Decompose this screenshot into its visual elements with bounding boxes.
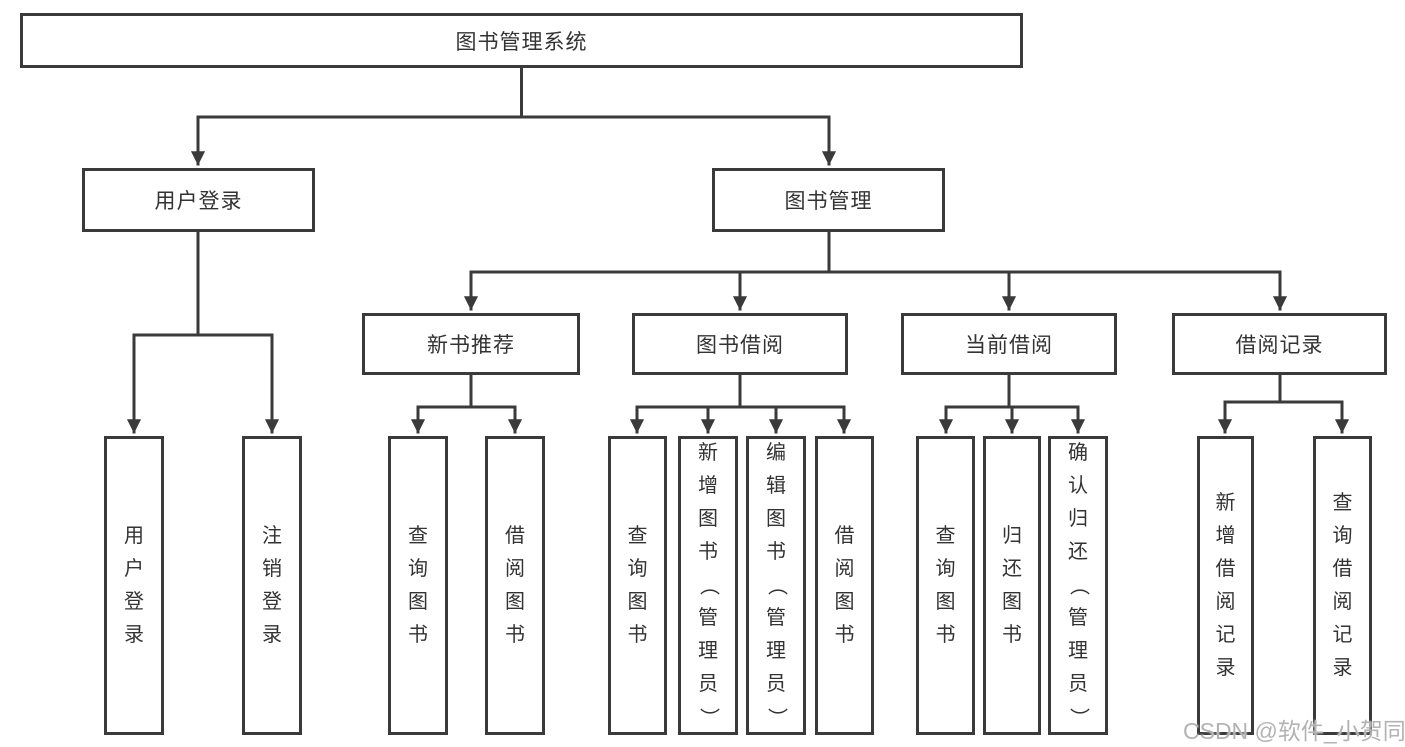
leaf-query-book-3: 查询图书 [916,436,975,735]
leaf-edit-book-admin: 编辑图书（管理员） [746,436,806,735]
leaf-query-borrow-record-label: 查询借阅记录 [1332,491,1353,679]
leaf-query-book-2: 查询图书 [608,436,667,735]
leaf-user-login-label: 用户登录 [124,524,144,646]
leaf-query-book-1: 查询图书 [388,436,448,735]
watermark: CSDN @软件_小贺同学 [1183,718,1405,744]
leaf-confirm-return-admin-label: 确认归还（管理员） [1067,442,1090,728]
leaf-confirm-return-admin: 确认归还（管理员） [1048,436,1108,735]
node-new-book-recommend: 新书推荐 [362,313,580,375]
leaf-query-borrow-record: 查询借阅记录 [1313,436,1372,735]
leaf-add-book-admin: 新增图书（管理员） [678,436,738,735]
leaf-logout-label: 注销登录 [262,524,282,646]
leaf-edit-book-admin-label: 编辑图书（管理员） [765,442,788,728]
leaf-return-book: 归还图书 [983,436,1041,735]
node-user-login: 用户登录 [82,168,315,232]
node-book-borrow: 图书借阅 [632,313,848,375]
leaf-borrow-book-1-label: 借阅图书 [505,524,525,646]
leaf-return-book-label: 归还图书 [1002,524,1022,646]
leaf-query-book-2-label: 查询图书 [627,524,648,646]
leaf-add-borrow-record: 新增借阅记录 [1197,436,1254,735]
leaf-user-login: 用户登录 [104,436,164,735]
leaf-add-borrow-record-label: 新增借阅记录 [1215,491,1236,679]
node-current-borrow: 当前借阅 [901,313,1117,375]
leaf-logout: 注销登录 [242,436,302,735]
node-book-management: 图书管理 [712,168,945,232]
leaf-borrow-book-2: 借阅图书 [815,436,874,735]
leaf-add-book-admin-label: 新增图书（管理员） [697,442,720,728]
node-borrow-records: 借阅记录 [1172,313,1387,375]
leaf-query-book-3-label: 查询图书 [935,524,956,646]
leaf-query-book-1-label: 查询图书 [408,524,428,646]
node-root: 图书管理系统 [20,13,1023,68]
leaf-borrow-book-2-label: 借阅图书 [834,524,855,646]
leaf-borrow-book-1: 借阅图书 [485,436,545,735]
